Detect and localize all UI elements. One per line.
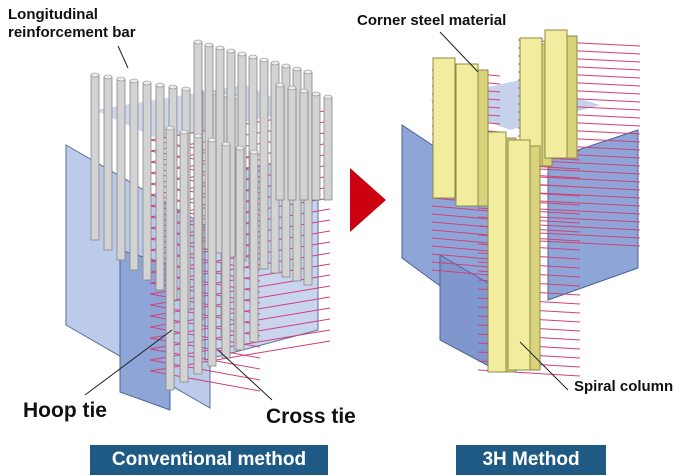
rebar-top bbox=[221, 141, 231, 147]
rebar-column bbox=[193, 135, 203, 375]
label-spiral-column: Spiral column bbox=[574, 378, 674, 395]
rebar-column bbox=[259, 59, 269, 270]
rebar-column bbox=[165, 127, 175, 391]
rebar-top bbox=[168, 84, 178, 90]
rebar-top bbox=[249, 149, 259, 155]
rebar-column bbox=[287, 87, 297, 201]
label-cross-tie: Cross tie bbox=[266, 405, 356, 428]
steel-flange bbox=[432, 57, 456, 199]
caption-3h: 3H Method bbox=[456, 445, 606, 475]
rebar-top bbox=[281, 63, 291, 69]
leader-longitudinal bbox=[117, 45, 129, 69]
rebar-top bbox=[299, 88, 309, 94]
steel-flange bbox=[544, 29, 568, 159]
rebar-column bbox=[116, 78, 126, 261]
rebar-column bbox=[103, 76, 113, 251]
rebar-column bbox=[142, 82, 152, 281]
rebar-top bbox=[215, 45, 225, 51]
rebar-top bbox=[287, 85, 297, 91]
rebar-column bbox=[155, 84, 165, 291]
rebar-top bbox=[275, 82, 285, 88]
steel-web bbox=[477, 69, 489, 207]
3h-structure bbox=[401, 29, 641, 377]
caption-conventional: Conventional method bbox=[90, 445, 328, 475]
rebar-top bbox=[179, 129, 189, 135]
rebar-column bbox=[129, 80, 139, 271]
rebar-top bbox=[259, 57, 269, 63]
rebar-top bbox=[303, 69, 313, 75]
rebar-column bbox=[249, 151, 259, 343]
rebar-top bbox=[165, 125, 175, 131]
rebar-top bbox=[193, 39, 203, 45]
longitudinal-bars bbox=[90, 39, 333, 391]
leader-cross-tie bbox=[217, 349, 273, 401]
right-arrow-icon bbox=[350, 168, 386, 232]
rebar-top bbox=[226, 48, 236, 54]
rebar-column bbox=[179, 131, 189, 383]
rebar-column bbox=[299, 90, 309, 201]
rebar-column bbox=[207, 139, 217, 367]
steel-web bbox=[566, 35, 578, 159]
rebar-top bbox=[207, 137, 217, 143]
rebar-top bbox=[181, 86, 191, 92]
corner-steel-members bbox=[432, 29, 578, 373]
rebar-top bbox=[90, 72, 100, 78]
conventional-structure bbox=[65, 39, 333, 411]
rebar-top bbox=[248, 54, 258, 60]
rebar-column bbox=[221, 143, 231, 359]
label-hoop-tie: Hoop tie bbox=[23, 399, 107, 422]
rebar-top bbox=[116, 76, 126, 82]
rebar-top bbox=[311, 91, 321, 97]
rebar-top bbox=[193, 133, 203, 139]
leader-spiral-column bbox=[519, 341, 569, 391]
rebar-top bbox=[235, 145, 245, 151]
rebar-top bbox=[155, 82, 165, 88]
steel-web bbox=[529, 145, 541, 371]
rebar-top bbox=[204, 42, 214, 48]
rebar-column bbox=[275, 84, 285, 201]
rebar-column bbox=[311, 93, 321, 201]
rebar-column bbox=[90, 74, 100, 241]
rebar-top bbox=[292, 66, 302, 72]
steel-flange bbox=[487, 131, 507, 373]
leader-corner-steel bbox=[439, 31, 479, 73]
rebar-top bbox=[103, 74, 113, 80]
label-corner-steel: Corner steel material bbox=[357, 12, 507, 29]
rebar-top bbox=[129, 78, 139, 84]
rebar-top bbox=[142, 80, 152, 86]
rebar-column bbox=[235, 147, 245, 351]
rebar-top bbox=[323, 94, 333, 100]
leader-hoop-tie bbox=[84, 329, 173, 396]
steel-flange bbox=[507, 139, 531, 371]
label-longitudinal-line2: reinforcement bar bbox=[8, 24, 136, 41]
label-longitudinal-line1: Longitudinal bbox=[8, 6, 98, 23]
rebar-column bbox=[323, 96, 333, 201]
rebar-top bbox=[237, 51, 247, 57]
steel-flange bbox=[455, 63, 479, 207]
rebar-top bbox=[270, 60, 280, 66]
